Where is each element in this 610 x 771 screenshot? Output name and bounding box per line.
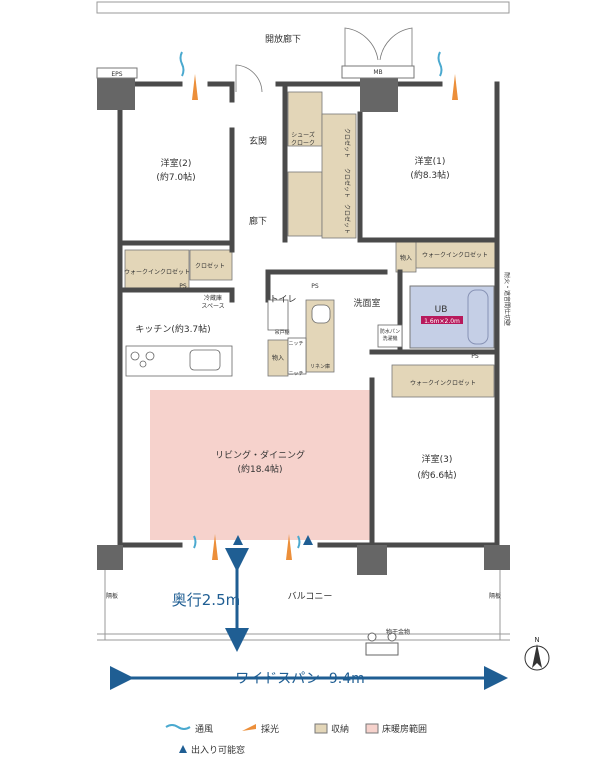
closet-label-1b: クロゼット	[343, 168, 351, 198]
divider-label-1: 隔板	[106, 592, 118, 600]
linen-label: リネン庫	[310, 363, 330, 370]
window-markers	[179, 51, 458, 560]
room1-size: (約8.3帖)	[410, 169, 449, 181]
niche-label-1: ニッチ	[288, 341, 303, 347]
floor-heating-area	[150, 390, 370, 540]
room2-size: (約7.0帖)	[156, 171, 195, 183]
storage-label-2: 物入	[272, 354, 284, 362]
outer-frame	[96, 1, 510, 641]
legend-storage: 収納	[331, 723, 349, 735]
ps-label-2: PS	[311, 283, 319, 290]
ub-size-label: 1.6m×2.0m	[424, 318, 460, 325]
wic-label-1: ウォークインクロゼット	[422, 251, 488, 259]
corridor-label: 開放廊下	[265, 33, 301, 45]
ventilation-icon	[165, 724, 191, 730]
fridge-label-1: 冷蔵庫	[204, 294, 222, 302]
north-arrow-icon	[524, 644, 550, 671]
divider-label-2: 隔板	[489, 592, 501, 600]
fire-wall-label: 耐火・遮音間仕切壁	[503, 272, 511, 326]
depth-label: 奥行2.5m	[172, 591, 240, 609]
room2-label: 洋室(2)	[161, 157, 192, 169]
ps-label-1: PS	[179, 283, 187, 290]
wall-shelf-label: 吊戸棚	[274, 329, 289, 336]
shoe-closet-label-2: クローク	[291, 140, 315, 147]
washroom-label: 洗面室	[353, 297, 380, 309]
kitchen-label: キッチン(約3.7帖)	[135, 323, 210, 335]
closet-label-2: クロゼット	[195, 262, 225, 270]
hallway-label: 廊下	[249, 215, 267, 227]
wic-label-2: ウォークインクロゼット	[124, 268, 190, 276]
balcony-label: バルコニー	[288, 591, 333, 602]
closet-label-1c: クロゼット	[343, 204, 351, 234]
fridge-label-2: スペース	[201, 303, 224, 310]
dryer-label: 物干金物	[386, 628, 410, 636]
closet-label-1a: クロゼット	[343, 128, 351, 158]
wic-label-3: ウォークインクロゼット	[410, 379, 476, 387]
north-label: N	[534, 636, 539, 644]
floor-heating-swatch-icon	[365, 723, 379, 734]
exit-window-icon	[179, 745, 187, 753]
mb-label: MB	[373, 69, 382, 76]
legend-daylight: 採光	[261, 723, 279, 735]
room3-size: (約6.6帖)	[417, 469, 456, 481]
entrance-label: 玄関	[249, 135, 267, 147]
room3-label: 洋室(3)	[422, 453, 453, 465]
toilet-label: トイレ	[269, 295, 296, 305]
legend-exit-window: 出入り可能窓	[191, 744, 245, 756]
living-size: (約18.4帖)	[237, 463, 282, 475]
daylight-icon	[242, 724, 256, 731]
walls	[117, 81, 500, 548]
storage-label-1: 物入	[400, 254, 412, 262]
width-span-label: ワイドスパン 9.4m	[235, 671, 365, 687]
ub-label: UB	[435, 305, 448, 315]
niche-label-2: ニッチ	[288, 371, 303, 377]
living-label: リビング・ダイニング	[215, 449, 305, 461]
room1-label: 洋室(1)	[415, 155, 446, 167]
eps-label: EPS	[111, 71, 122, 78]
waterpan-label-1: 防水パン	[380, 328, 400, 335]
waterpan-label-2: 洗濯機	[382, 335, 397, 342]
ps-label-3: PS	[471, 353, 479, 360]
storage-swatch-icon	[314, 723, 328, 734]
shoe-closet-label-1: シューズ	[291, 131, 315, 139]
columns	[97, 78, 510, 575]
kitchen-counter	[125, 345, 233, 377]
legend-ventilation: 通風	[195, 724, 213, 735]
legend-floor-heating: 床暖房範囲	[382, 723, 427, 735]
